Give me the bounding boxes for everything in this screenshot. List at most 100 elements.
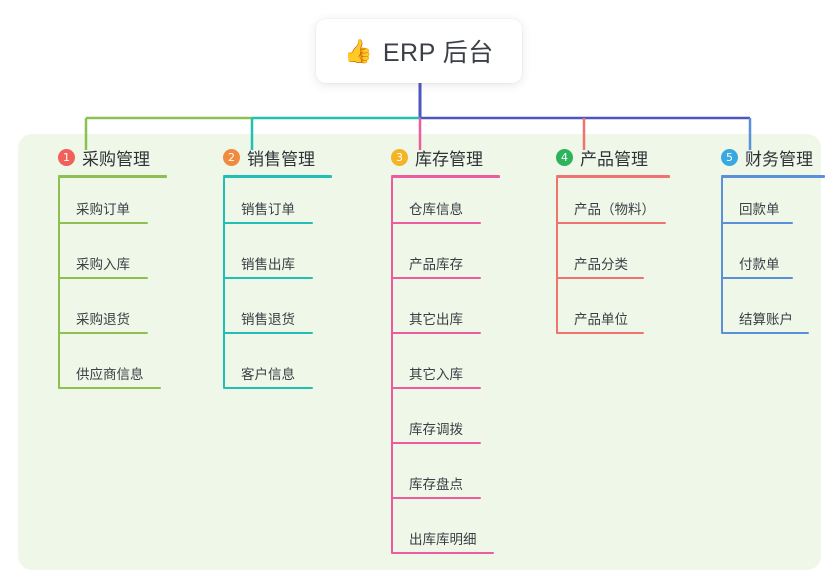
thumbs-up-icon: 👍 <box>344 37 373 64</box>
branch-header-rule <box>556 175 670 178</box>
branch-spine <box>391 178 393 553</box>
branch-item[interactable]: 客户信息 <box>203 343 353 398</box>
branch-item-rule <box>391 277 481 279</box>
branch-item-label: 销售订单 <box>241 202 295 217</box>
branch-item-label: 其它出库 <box>409 312 463 327</box>
branch-title: 库存管理 <box>415 149 483 169</box>
branch-spine <box>721 178 723 333</box>
branch-item-rule <box>391 497 481 499</box>
root-node-title: ERP 后台 <box>382 39 494 67</box>
branch-header-5[interactable]: 5 财务管理 <box>701 144 839 170</box>
branch-item[interactable]: 销售订单 <box>203 178 353 233</box>
branch-item[interactable]: 采购入库 <box>38 233 188 288</box>
branch-item[interactable]: 付款单 <box>701 233 839 288</box>
branch-item-list: 仓库信息产品库存其它出库其它入库库存调拨库存盘点出库库明细 <box>371 178 521 563</box>
branch-item-label: 客户信息 <box>241 367 295 382</box>
branch-spine <box>58 178 60 388</box>
branch-item-label: 销售出库 <box>241 257 295 272</box>
branch-item-rule <box>721 332 809 334</box>
branch-header-3[interactable]: 3 库存管理 <box>371 144 521 170</box>
branch-item-label: 采购退货 <box>76 312 130 327</box>
branch-item[interactable]: 回款单 <box>701 178 839 233</box>
branch-item[interactable]: 销售出库 <box>203 233 353 288</box>
branch-item-label: 销售退货 <box>241 312 295 327</box>
branch-item-label: 其它入库 <box>409 367 463 382</box>
branch-item[interactable]: 产品分类 <box>536 233 686 288</box>
branch-item-rule <box>223 332 313 334</box>
branch-header-4[interactable]: 4 产品管理 <box>536 144 686 170</box>
branch-item-rule <box>391 222 481 224</box>
branch-number-badge: 3 <box>391 148 408 166</box>
branch-item-label: 产品（物料） <box>574 202 655 217</box>
branch-item-rule <box>391 387 481 389</box>
branch-item-label: 付款单 <box>739 257 780 272</box>
branch-item-list: 回款单付款单结算账户 <box>701 178 839 343</box>
branch-item-label: 采购订单 <box>76 202 130 217</box>
branch-item[interactable]: 采购订单 <box>38 178 188 233</box>
branch-item[interactable]: 产品库存 <box>371 233 521 288</box>
branch-item-rule <box>223 222 313 224</box>
branch-item-rule <box>58 387 161 389</box>
branch-item-rule <box>223 277 313 279</box>
branch-item[interactable]: 其它入库 <box>371 343 521 398</box>
branch-item-label: 产品单位 <box>574 312 628 327</box>
branch-item-rule <box>721 277 793 279</box>
branch-item-label: 结算账户 <box>739 312 793 327</box>
branch-item[interactable]: 其它出库 <box>371 288 521 343</box>
root-node[interactable]: 👍 ERP 后台 <box>316 19 522 83</box>
branch-item-label: 库存调拨 <box>409 422 463 437</box>
branch-item[interactable]: 出库库明细 <box>371 508 521 563</box>
branch-item-label: 采购入库 <box>76 257 130 272</box>
branch-item-rule <box>721 222 793 224</box>
branch-header-rule <box>58 175 167 178</box>
branch-title: 产品管理 <box>580 149 648 169</box>
branch-item-list: 销售订单销售出库销售退货客户信息 <box>203 178 353 398</box>
branch-item-rule <box>58 222 148 224</box>
branch-spine <box>223 178 225 388</box>
branch-item-label: 供应商信息 <box>76 367 144 382</box>
branch-item-rule <box>58 277 148 279</box>
branch-item-label: 库存盘点 <box>409 477 463 492</box>
branch-column-2: 2 销售管理销售订单销售出库销售退货客户信息 <box>203 144 353 398</box>
branch-header-1[interactable]: 1 采购管理 <box>38 144 188 170</box>
branch-item[interactable]: 结算账户 <box>701 288 839 343</box>
branch-item-list: 产品（物料） 产品分类产品单位 <box>536 178 686 343</box>
branch-header-2[interactable]: 2 销售管理 <box>203 144 353 170</box>
branch-item-rule <box>223 387 313 389</box>
branch-column-3: 3 库存管理仓库信息产品库存其它出库其它入库库存调拨库存盘点出库库明细 <box>371 144 521 563</box>
branch-item-rule <box>556 332 644 334</box>
branch-item-label: 产品库存 <box>409 257 463 272</box>
branch-item[interactable]: 仓库信息 <box>371 178 521 233</box>
branch-item[interactable]: 库存盘点 <box>371 453 521 508</box>
branch-item-rule <box>391 332 481 334</box>
branch-item[interactable]: 产品（物料） <box>536 178 686 233</box>
branch-number-badge: 4 <box>556 148 573 166</box>
branch-item-rule <box>556 277 644 279</box>
branch-item-rule <box>391 552 494 554</box>
branch-header-rule <box>721 175 825 178</box>
branch-column-4: 4 产品管理产品（物料） 产品分类产品单位 <box>536 144 686 343</box>
branch-item-label: 仓库信息 <box>409 202 463 217</box>
branch-column-1: 1 采购管理采购订单采购入库采购退货供应商信息 <box>38 144 188 398</box>
branch-header-rule <box>391 175 500 178</box>
branch-item[interactable]: 销售退货 <box>203 288 353 343</box>
branch-title: 销售管理 <box>247 149 315 169</box>
branch-item-label: 产品分类 <box>574 257 628 272</box>
branch-number-badge: 5 <box>721 148 738 166</box>
branch-spine <box>556 178 558 333</box>
branch-item[interactable]: 采购退货 <box>38 288 188 343</box>
branch-header-rule <box>223 175 332 178</box>
branch-column-5: 5 财务管理回款单付款单结算账户 <box>701 144 839 343</box>
branch-item[interactable]: 库存调拨 <box>371 398 521 453</box>
branch-item-label: 出库库明细 <box>409 532 477 547</box>
branch-item-rule <box>58 332 148 334</box>
branch-number-badge: 1 <box>58 148 75 166</box>
branch-number-badge: 2 <box>223 148 240 166</box>
branch-title: 财务管理 <box>745 149 813 169</box>
branch-item-rule <box>556 222 666 224</box>
branch-item-list: 采购订单采购入库采购退货供应商信息 <box>38 178 188 398</box>
branch-item[interactable]: 供应商信息 <box>38 343 188 398</box>
branch-title: 采购管理 <box>82 149 150 169</box>
branch-item[interactable]: 产品单位 <box>536 288 686 343</box>
